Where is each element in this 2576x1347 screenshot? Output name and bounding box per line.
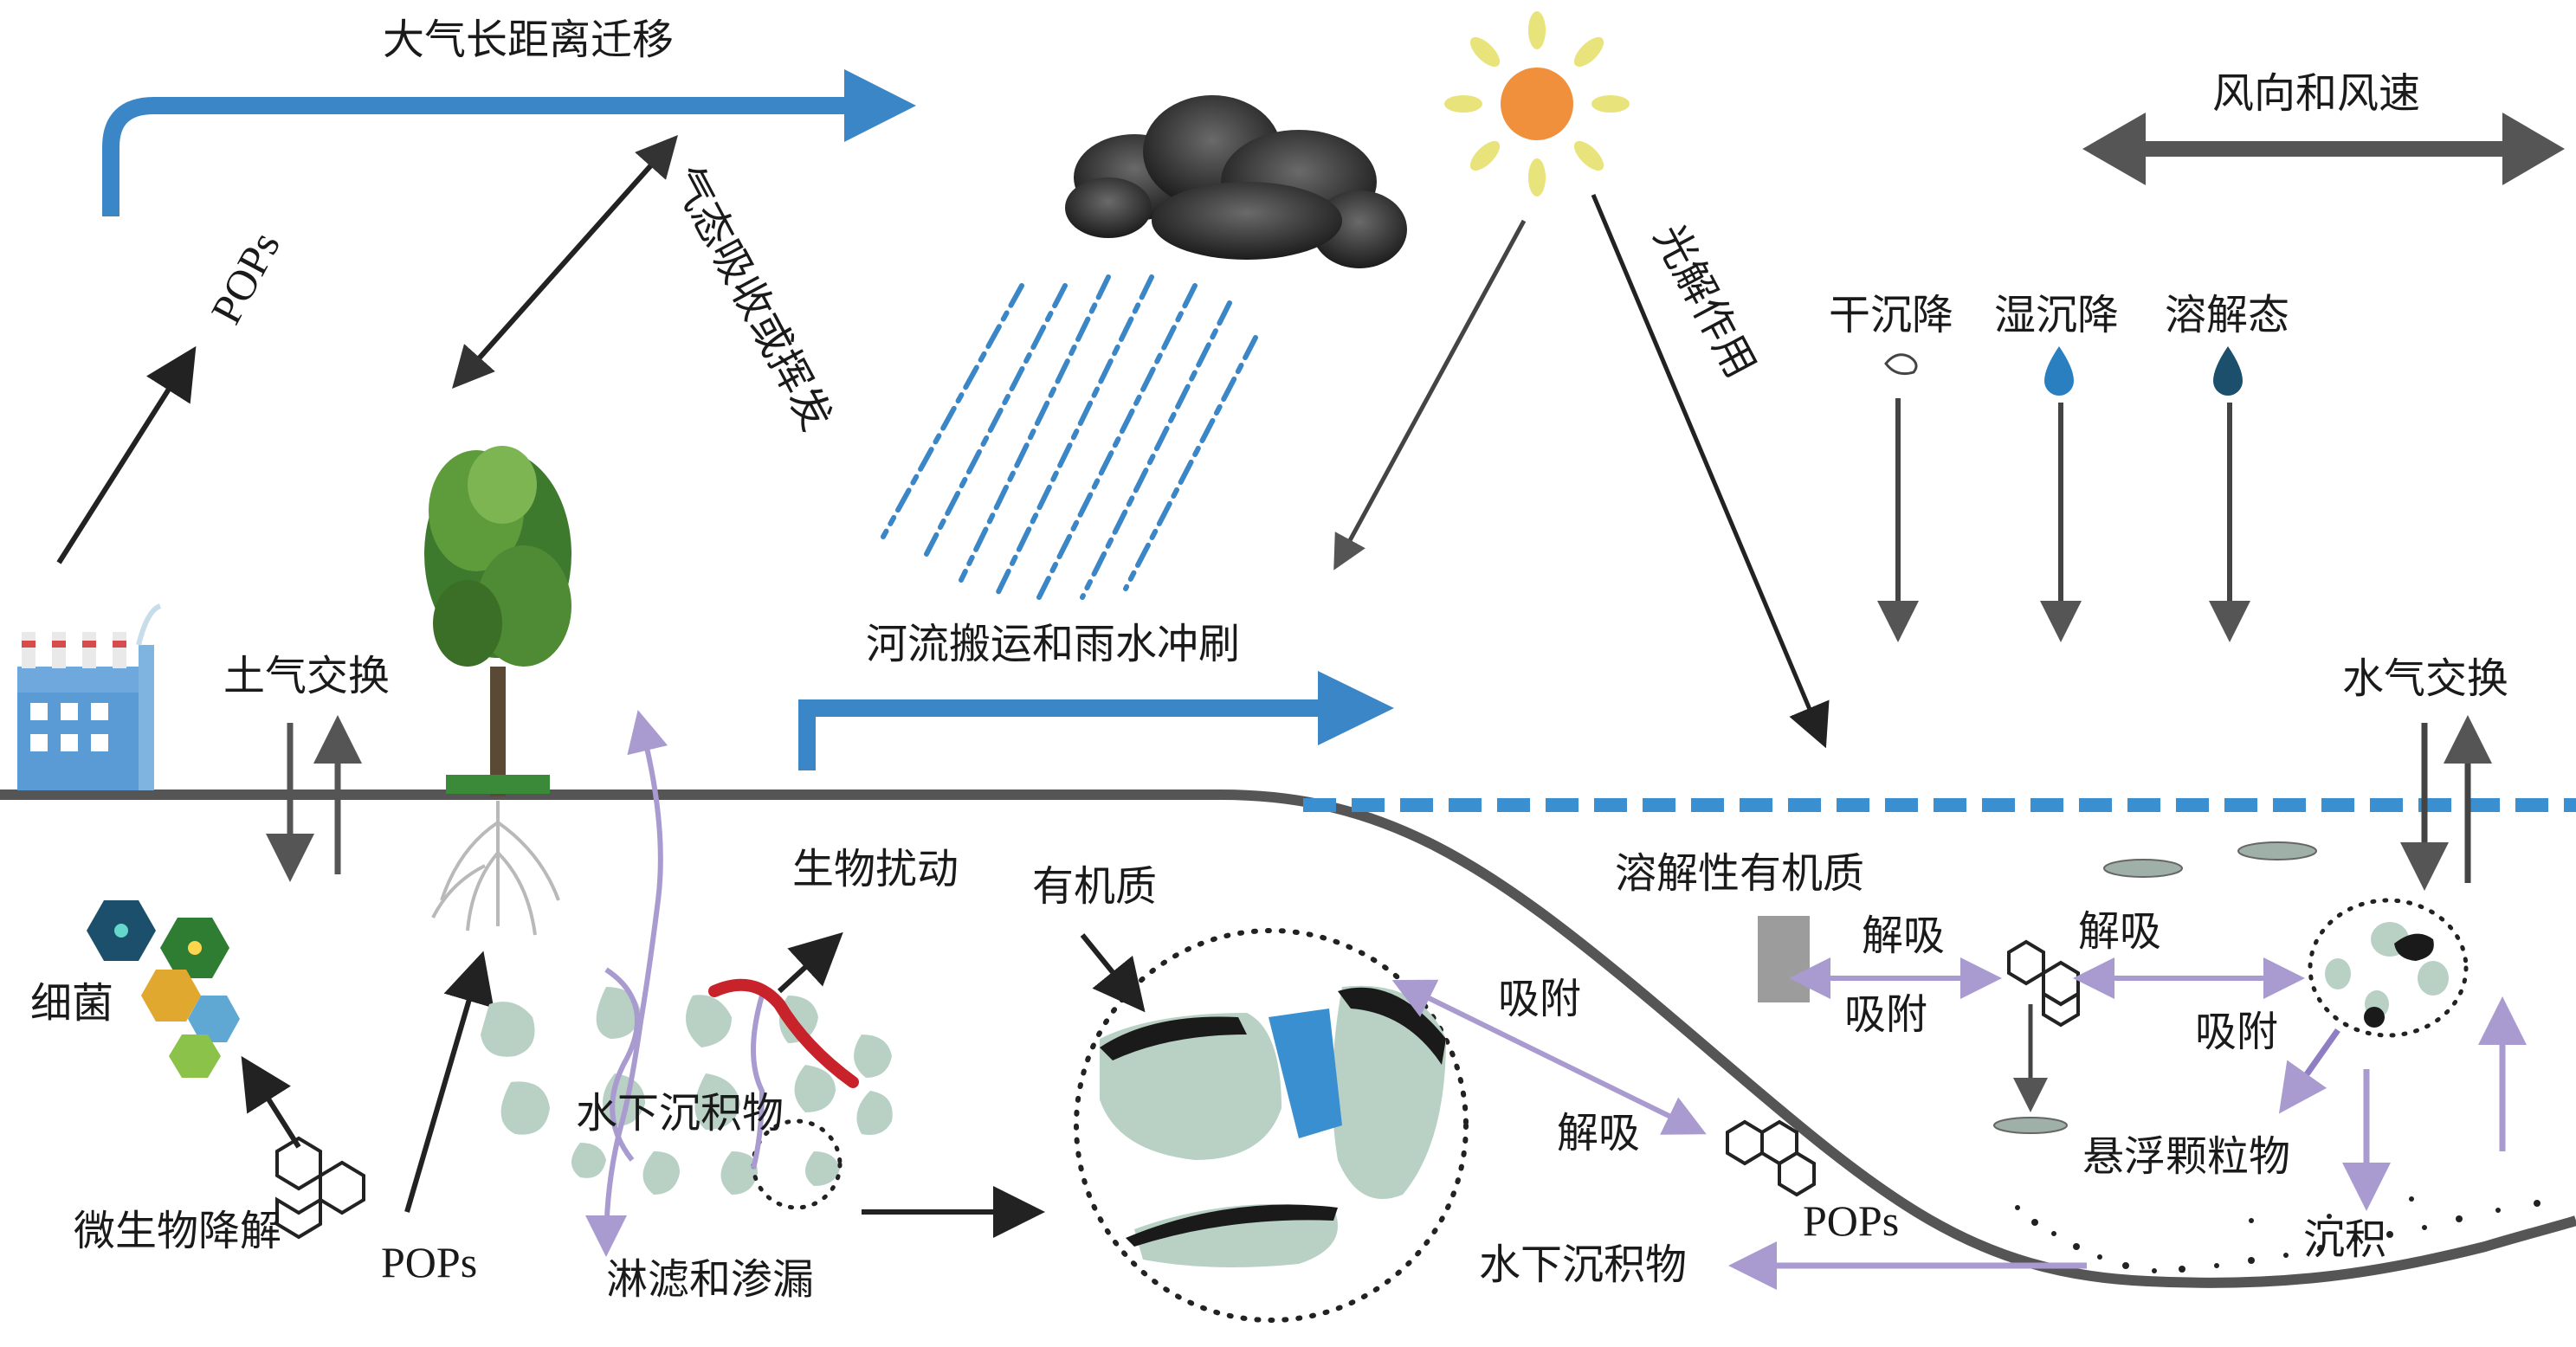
soil-air-label: 土气交换: [223, 652, 391, 700]
river-transport-arrow: [798, 671, 1394, 770]
photolysis-arrow: [1591, 194, 1830, 749]
tree-icon: [424, 446, 571, 796]
adsorb-label-2: 吸附: [2195, 1008, 2279, 1056]
water-air-label: 水气交换: [2342, 654, 2509, 703]
pops-soil-label: POPs: [381, 1238, 478, 1286]
pops-dissolved-molecule-icon: [2007, 939, 2080, 1028]
soil-particles: [481, 987, 893, 1195]
dom-block-icon: [1758, 916, 1810, 1002]
pops-molecule-icon: [275, 1136, 365, 1240]
pops-water-label: POPs: [1803, 1196, 1900, 1245]
dry-dep-icon: [1884, 353, 1918, 376]
gas-exchange-arrow: [452, 135, 678, 389]
suspended-particle-circle: [2308, 898, 2469, 1038]
organic-pointer: [1080, 933, 1146, 1013]
dry-dep-label: 干沉降: [1829, 291, 1954, 339]
microbial-arrow: [241, 1055, 301, 1149]
sediment-right-label: 水下沉积物: [1479, 1241, 1688, 1289]
desorb-label-2: 解吸: [2078, 907, 2162, 956]
sun-to-land-arrow: [1333, 219, 1527, 570]
dissolved-icon: [2213, 346, 2243, 396]
sediment-zoom-circle: [1074, 928, 1469, 1323]
pops-water-molecule-icon: [1726, 1119, 1816, 1197]
organic-matter-label: 有机质: [1032, 862, 1158, 911]
adsorb-desorb-arrow: [1391, 979, 1707, 1135]
pops-root-arrow: [404, 951, 494, 1213]
adsorb-label-1: 吸附: [1844, 990, 1928, 1039]
long-range-arrow: [102, 69, 916, 216]
adsorb-label-3: 吸附: [1498, 975, 1582, 1023]
cloud-icon: [1065, 95, 1407, 268]
rain-icon: [881, 274, 1258, 600]
dissolved-label: 溶解态: [2165, 291, 2290, 339]
microbial-label: 微生物降解: [74, 1207, 282, 1255]
dom-label: 溶解性有机质: [1615, 849, 1865, 898]
bacteria-label: 细菌: [30, 979, 114, 1028]
bio-disturb-arrow: [777, 931, 843, 994]
roots-icon: [431, 801, 560, 936]
fish-icon: [1993, 841, 2317, 1134]
bio-disturb-label: 生物扰动: [792, 845, 959, 893]
river-label: 河流搬运和雨水冲刷: [866, 620, 1241, 668]
factory-icon: [17, 603, 162, 790]
leaching-label: 淋滤和渗漏: [606, 1255, 815, 1304]
wind-arrow: [2082, 113, 2565, 185]
to-suspended-arrow: [2278, 1028, 2340, 1114]
wind-label: 风向和风速: [2212, 69, 2421, 118]
ground-line: [0, 790, 2576, 1288]
worm-icon: [708, 978, 859, 1088]
deposition-label: 沉积: [2303, 1215, 2387, 1264]
wet-dep-label: 湿沉降: [1994, 291, 2120, 339]
sun-icon: [1444, 11, 1630, 197]
desorb-label-3: 解吸: [1557, 1109, 1641, 1157]
pops-emission-arrow: [56, 345, 197, 564]
sediment-left-label: 水下沉积物: [576, 1089, 784, 1138]
wet-dep-icon: [2044, 346, 2074, 396]
sediment-dots: [2015, 1196, 2540, 1273]
bacteria-icon: [87, 900, 240, 1078]
desorb-label-1: 解吸: [1862, 912, 1946, 960]
long-range-label: 大气长距离迁移: [383, 16, 675, 64]
leaching-curves: [585, 709, 765, 1257]
suspended-label: 悬浮颗粒物: [2082, 1132, 2291, 1181]
